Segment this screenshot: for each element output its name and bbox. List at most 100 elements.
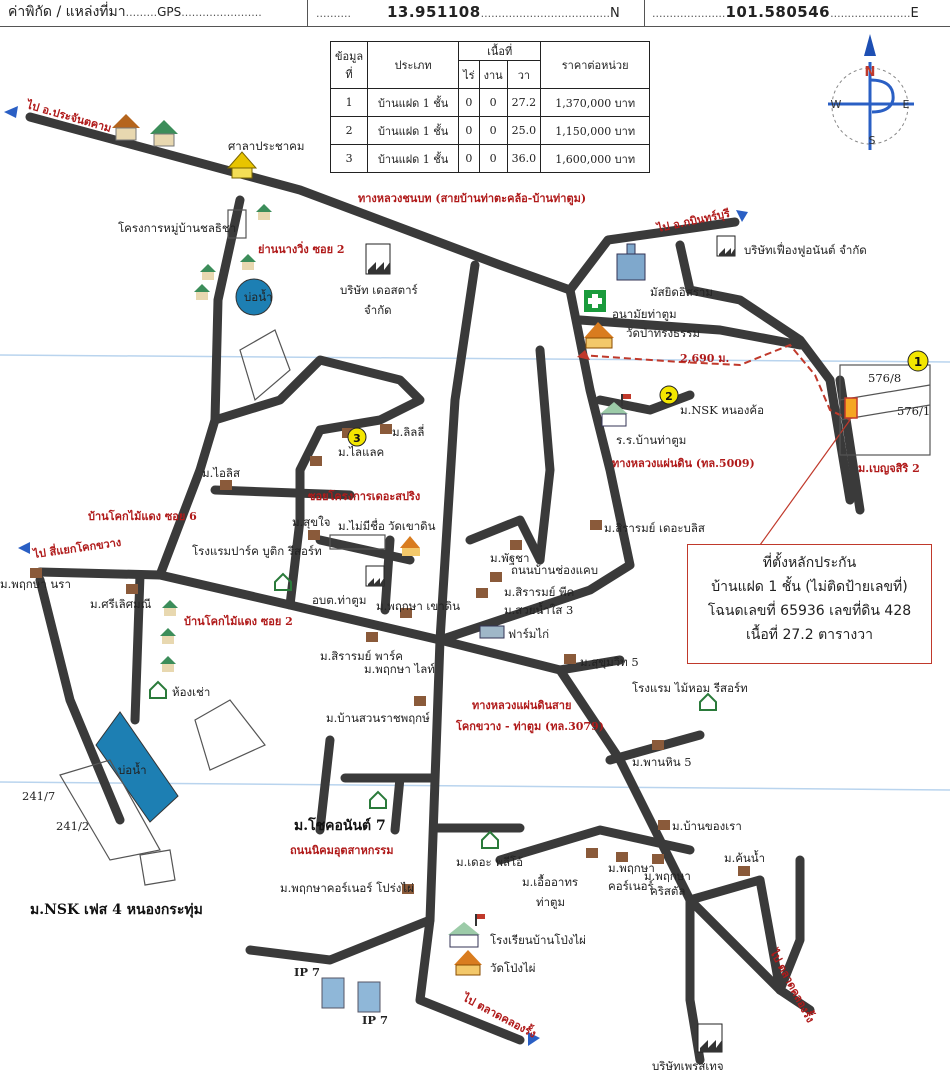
village-icon (652, 854, 664, 864)
road-sukumwit (555, 655, 625, 675)
col-type: ประเภท (367, 41, 460, 89)
col-price: ราคาต่อหน่วย (540, 41, 651, 89)
house-icon (150, 120, 178, 147)
house-icon (160, 628, 176, 644)
table-row: 1 บ้านแฝด 1 ชั้น 0 0 27.2 1,370,000 บาท (329, 88, 651, 117)
village-icon (476, 588, 488, 598)
road-east-south (775, 855, 805, 995)
longitude-value: 101.580546 (725, 3, 831, 21)
label-ban-khongrao: ม.บ้านของเรา (672, 819, 742, 833)
label-obt: อบต.ท่าตูม (312, 593, 366, 607)
table-row: 3 บ้านแฝด 1 ชั้น 0 0 36.0 1,600,000 บาท (329, 144, 651, 173)
route-arrow (577, 350, 590, 360)
cell-wa: 27.2 (506, 88, 542, 117)
label-phruksa-cristal-a: ม.พฤกษา (644, 869, 691, 883)
marker-3 (347, 427, 367, 447)
house-icon (369, 790, 387, 809)
compass-s: S (869, 134, 876, 147)
road-east-inner (535, 345, 555, 565)
house-icon (256, 204, 272, 220)
label-mosque: มัสยิดอิสราม (650, 285, 713, 299)
label-sirarom-bliss: ม.สิรารมย์ เดอะบลิส (604, 521, 705, 535)
col-ngan: งาน (478, 60, 508, 89)
col-wa: วา (506, 60, 542, 89)
cell-no: 1 (329, 88, 369, 117)
road-label-3079-a: ทางหลวงแผ่นดินสาย (472, 699, 571, 712)
road-label-3079-b: โคกขวาง - ท่าตูม (ทล.3079) (455, 719, 604, 734)
road-label-khokkhwang: ไป สี่แยกโคกขวาง (30, 534, 122, 561)
cell-rai: 0 (458, 88, 480, 117)
distance-label: 2,690 ม. (680, 352, 729, 365)
ip7-building-icon (321, 977, 381, 1013)
table-header-row: ข้อมูลที่ ประเภท เนื้อที่ ราคาต่อหน่วย (329, 41, 651, 89)
road-rural (25, 112, 575, 295)
table-row: 2 บ้านแฝด 1 ชั้น 0 0 25.0 1,150,000 บาท (329, 116, 651, 145)
village-icon (738, 866, 750, 876)
village-icon (220, 480, 232, 490)
house-icon (699, 692, 717, 711)
label-lili: ม.ลิลลี่ (392, 424, 424, 439)
school-icon (448, 914, 485, 948)
compass-icon: N S E W (828, 34, 914, 150)
village-icon (30, 568, 42, 578)
cell-price: 1,370,000 บาท (540, 88, 651, 117)
marker-2-label: 2 (665, 390, 673, 403)
label-suaynamsai: ม.สวยน้ำใส 3 (504, 602, 573, 617)
label-uea-athon-b: ท่าตูม (536, 895, 565, 909)
label-wat-khaodin: วัดเขาดิน (388, 519, 436, 533)
health-center-icon (584, 290, 606, 312)
label-phanhin5: ม.พานหิน 5 (632, 755, 692, 769)
latitude-group: ..........13.951108.....................… (316, 3, 620, 21)
road-khonnam (685, 875, 785, 995)
callout-type: บ้านแฝด 1 ชั้น (ไม่ติดป้ายเลขที่) (711, 579, 908, 595)
village-icons (30, 424, 750, 894)
factory-icon (365, 243, 391, 275)
house-icon (200, 264, 216, 280)
road-3079 (435, 635, 815, 1015)
cell-rai: 0 (458, 116, 480, 145)
pond-icon (95, 711, 179, 823)
mosque-icon (616, 243, 646, 281)
marker-3-label: 3 (353, 432, 361, 445)
cell-type: บ้านแฝด 1 ชั้น (367, 116, 460, 145)
village-icon (402, 884, 414, 894)
label-lot-241-7: 241/7 (22, 789, 55, 803)
road-to-kabinburi (565, 217, 740, 295)
road-soi-project (210, 485, 355, 500)
road-hongchao (130, 570, 145, 725)
road-label-soi2: ย่านนางวิ่ง ซอย 2 (258, 241, 345, 256)
label-lilac: ม.ไลแลค (338, 445, 384, 459)
cell-ngan: 0 (478, 88, 508, 117)
coord-source: GPS (157, 5, 182, 19)
label-nsk-phase4: ม.NSK เฟส 4 หนองกระทุ่ม (30, 902, 203, 918)
house-icon (162, 600, 178, 616)
label-phruksa-cristal-b: คริสตัล (650, 884, 685, 898)
cell-price: 1,150,000 บาท (540, 116, 651, 145)
pond-icon (235, 278, 273, 316)
arrow-icon (4, 106, 18, 118)
road-benjasiri-edge (835, 375, 865, 515)
label-phruksa-corner-proong: ม.พฤกษาคอร์เนอร์ โปร่งไผ่ (280, 881, 414, 895)
cell-type: บ้านแฝด 1 ชั้น (367, 88, 460, 117)
label-lot-576: 576/8 (868, 371, 901, 385)
road-middle (435, 260, 480, 645)
arrow-icon (528, 1032, 540, 1046)
village-icon (490, 572, 502, 582)
callout-deed: โฉนดเลขที่ 65936 เลขที่ดิน 428 (707, 603, 912, 619)
village-icon (652, 740, 664, 750)
price-table: ข้อมูลที่ ประเภท เนื้อที่ ราคาต่อหน่วย ไ… (329, 41, 651, 173)
subject-lot-marker (844, 397, 858, 419)
village-icon (308, 530, 320, 540)
label-phruksa-corner-a: ม.พฤกษา (608, 861, 655, 875)
callout-area: เนื้อที่ 27.2 ตารางวา (746, 627, 873, 643)
label-chokanan7: ม.โชคอนันต์ 7 (294, 816, 386, 834)
house-icon (240, 254, 256, 270)
village-icon (400, 608, 412, 618)
village-icon (586, 848, 598, 858)
factory-icon (716, 235, 736, 257)
collateral-callout: ที่ตั้งหลักประกัน บ้านแฝด 1 ชั้น (ไม่ติด… (687, 544, 932, 664)
plot-blocks (59, 209, 931, 886)
road-pattaya (465, 515, 545, 565)
scan-line (0, 354, 950, 363)
